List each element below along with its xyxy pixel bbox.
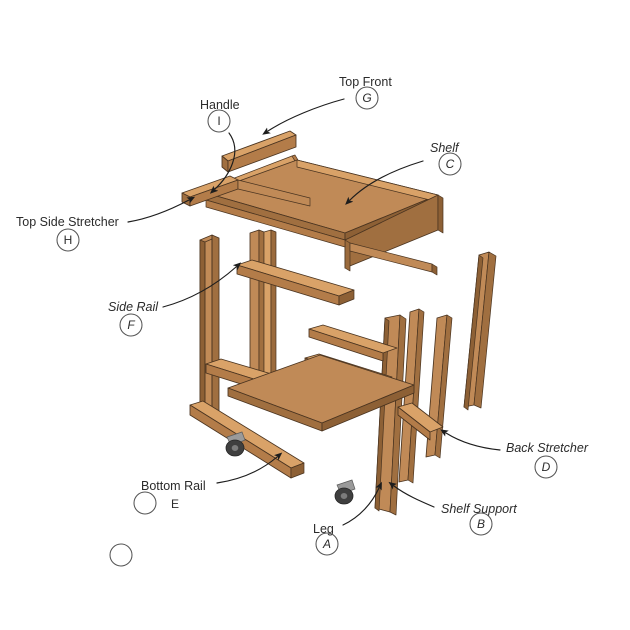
caster-wheel-bottom [334,479,356,505]
part-top-front [221,130,297,173]
callout-label-side-rail: Side Rail [108,300,159,314]
callout-handle[interactable]: Handle I [200,98,240,133]
callout-circle-side-rail [119,313,143,337]
callout-letter-bottom-rail: E [171,497,179,511]
leader-line-top-front [262,98,345,135]
parts-group [181,130,497,516]
part-leg-back-right [463,251,497,411]
callout-label-back-stretcher: Back Stretcher [506,441,589,455]
callout-top-side-stretcher[interactable]: Top Side Stretcher H [16,215,119,252]
callout-shelf[interactable]: Shelf C [430,141,462,176]
leader-line-leg [342,481,382,526]
leader-line-shelf-support [388,481,435,508]
leader-line-bottom-rail [216,452,283,484]
callout-letter-side-rail: F [127,318,135,332]
callout-circle-back-stretcher [534,455,558,479]
callout-label-bottom-rail: Bottom Rail [141,479,206,493]
leader-line-handle [209,132,236,194]
leader-line-side-rail [162,262,242,308]
callout-leg[interactable]: Leg A [313,522,339,556]
part-bottom-shelf-panel [227,354,415,432]
callout-side-rail[interactable]: Side Rail F [108,300,159,337]
callout-letter-handle: I [217,114,220,128]
callout-circle-shelf-support [469,512,493,536]
leader-line-back-stretcher [440,429,501,451]
caster-wheel-left [225,431,246,457]
part-side-rail [205,259,355,391]
callout-label-top-front: Top Front [339,75,392,89]
callout-letter-leg: A [322,537,331,551]
callouts-group: Handle I Top Front G Shelf C Top Side St… [16,75,589,567]
callout-circle-blank [109,543,133,567]
callout-shelf-support[interactable]: Shelf Support B [441,502,517,536]
callout-blank[interactable] [109,543,133,567]
callout-label-handle: Handle [200,98,240,112]
callout-circle-top-side-stretcher [56,228,80,252]
callout-top-front[interactable]: Top Front G [339,75,392,110]
part-leg-front-left [199,234,220,419]
callout-label-shelf: Shelf [430,141,460,155]
leader-line-shelf [345,160,424,205]
leader-line-top-side-stretcher [127,196,196,223]
leader-lines-group [127,98,501,526]
callout-letter-top-front: G [362,91,371,105]
callout-letter-back-stretcher: D [542,460,551,474]
callout-circle-bottom-rail [133,491,157,515]
callout-bottom-rail[interactable]: Bottom Rail E [133,479,206,515]
callout-label-shelf-support: Shelf Support [441,502,517,516]
callout-letter-shelf-support: B [477,517,485,531]
callout-circle-top-front [355,86,379,110]
callout-label-leg: Leg [313,522,334,536]
callout-circle-shelf [438,152,462,176]
callout-letter-top-side-stretcher: H [64,233,73,247]
callout-back-stretcher[interactable]: Back Stretcher D [506,441,589,479]
callout-circle-handle [207,109,231,133]
callout-letter-shelf: C [446,157,455,171]
callout-circle-leg [315,532,339,556]
callout-label-top-side-stretcher: Top Side Stretcher [16,215,119,229]
